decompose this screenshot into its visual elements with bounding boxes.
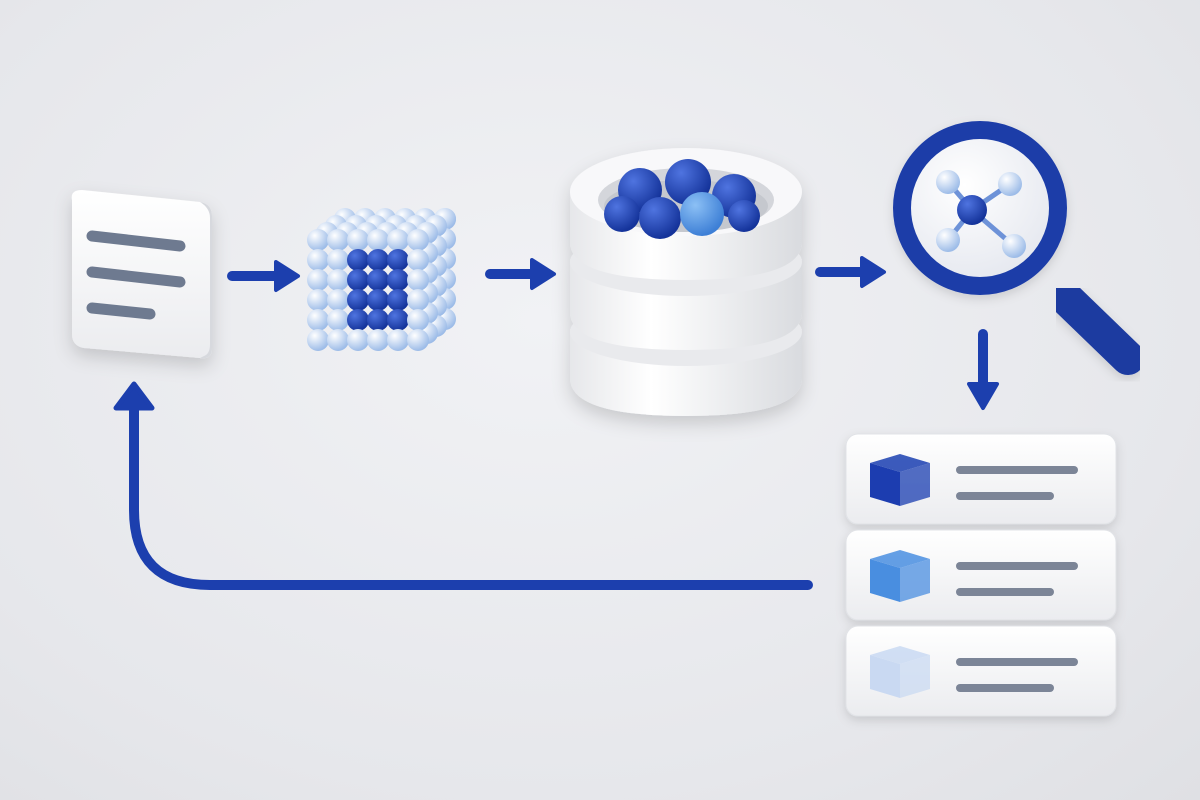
cube-sphere xyxy=(347,309,369,331)
cube-right-face xyxy=(900,655,930,698)
result-card-2 xyxy=(845,529,1117,621)
database-cylinder-icon xyxy=(570,148,802,416)
flow-arrow-4 xyxy=(967,329,999,410)
cube-sphere xyxy=(387,249,409,271)
document-node xyxy=(71,190,212,359)
cube-sphere xyxy=(307,229,329,251)
flow-arrow-3 xyxy=(815,256,886,288)
cube-sphere xyxy=(307,249,329,271)
cube-sphere xyxy=(367,289,389,311)
result-card-1 xyxy=(845,433,1117,525)
cube-icon xyxy=(870,646,930,698)
embedding-cube-node xyxy=(307,208,456,351)
cube-right-face xyxy=(900,559,930,602)
cube-sphere xyxy=(387,269,409,291)
cube-sphere xyxy=(307,269,329,291)
cube-sphere xyxy=(387,229,409,251)
cube-sphere xyxy=(327,269,349,291)
cube-sphere xyxy=(367,269,389,291)
cube-sphere xyxy=(307,309,329,331)
cube-sphere xyxy=(367,229,389,251)
cube-sphere xyxy=(407,249,429,271)
cube-sphere xyxy=(407,269,429,291)
cube-sphere xyxy=(407,229,429,251)
cube-sphere xyxy=(327,309,349,331)
cube-sphere xyxy=(347,329,369,351)
cube-sphere xyxy=(367,309,389,331)
result-card-3 xyxy=(845,625,1117,717)
cube-sphere xyxy=(347,249,369,271)
database-spheres xyxy=(604,159,760,239)
cube-sphere xyxy=(387,289,409,311)
vector-database-node xyxy=(570,148,802,416)
cube-sphere xyxy=(327,229,349,251)
result-list-icon xyxy=(845,433,1117,717)
sphere-cube-icon xyxy=(307,208,456,351)
magnifier-graph-icon xyxy=(893,121,1145,375)
cube-sphere xyxy=(307,289,329,311)
cube-icon xyxy=(870,454,930,506)
document-lines-icon xyxy=(71,190,212,359)
cube-sphere xyxy=(407,309,429,331)
cube-sphere xyxy=(367,329,389,351)
cube-sphere xyxy=(347,229,369,251)
cube-left-face xyxy=(870,655,900,698)
similarity-search-node xyxy=(893,121,1145,375)
cube-sphere xyxy=(307,329,329,351)
cube-sphere xyxy=(347,289,369,311)
cube-sphere xyxy=(407,329,429,351)
cube-sphere xyxy=(327,329,349,351)
cube-icon xyxy=(870,550,930,602)
cube-sphere xyxy=(407,289,429,311)
cube-left-face xyxy=(870,463,900,506)
cube-sphere xyxy=(347,269,369,291)
flow-arrow-2 xyxy=(485,258,556,290)
cube-right-face xyxy=(900,463,930,506)
cube-sphere xyxy=(387,309,409,331)
cube-sphere xyxy=(327,289,349,311)
cube-sphere xyxy=(387,329,409,351)
flow-arrow-1 xyxy=(227,260,300,292)
cube-left-face xyxy=(870,559,900,602)
cube-sphere xyxy=(367,249,389,271)
cube-sphere xyxy=(327,249,349,271)
ranked-results-node xyxy=(845,433,1117,717)
feedback-loop-arrow xyxy=(113,381,813,590)
